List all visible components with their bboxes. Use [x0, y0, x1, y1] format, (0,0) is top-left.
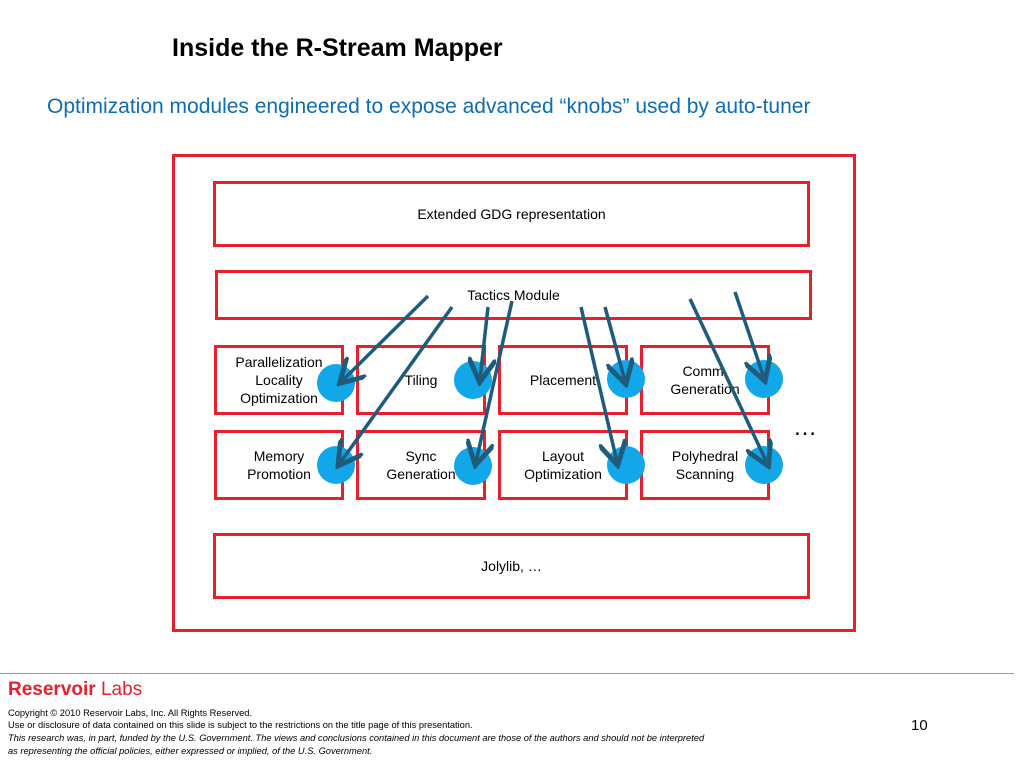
jolylib-layer-label: Jolylib, … [481, 557, 542, 574]
gdg-layer-label: Extended GDG representation [417, 205, 606, 222]
knob-arrow [579, 306, 617, 462]
module-comm-generation: Comm. Generation [640, 345, 770, 415]
tactics-module: Tactics Module [215, 270, 812, 320]
module-label: Tiling [404, 371, 438, 388]
restriction-text: Use or disclosure of data contained on t… [8, 720, 473, 730]
module-label: Parallelization Locality Optimization [235, 353, 323, 407]
knob-arrow [342, 294, 430, 381]
tactics-module-label: Tactics Module [467, 286, 560, 303]
knob-circle [454, 361, 492, 399]
reservoir-labs-logo: Reservoir Labs [8, 679, 142, 701]
logo-bold: Reservoir [8, 679, 96, 700]
more-modules-ellipsis: … [793, 414, 817, 441]
knob-arrow [603, 306, 625, 381]
gdg-layer: Extended GDG representation [213, 181, 810, 247]
knob-arrow [340, 305, 454, 463]
knob-circle [317, 364, 355, 402]
logo-rest: Labs [95, 679, 143, 700]
knob-circle [745, 360, 783, 398]
page-number: 10 [911, 717, 928, 734]
module-label: Sync Generation [386, 447, 456, 482]
slide-title: Inside the R-Stream Mapper [172, 34, 503, 62]
knob-arrow [480, 306, 488, 379]
module-label: Comm. Generation [670, 362, 740, 397]
mapper-frame [172, 154, 856, 632]
jolylib-layer: Jolylib, … [213, 533, 810, 599]
knob-arrow [688, 298, 767, 463]
funding-text-2: as representing the official policies, e… [8, 746, 373, 756]
knob-arrow [733, 291, 764, 378]
module-placement: Placement [498, 345, 628, 415]
footer-divider [0, 673, 1014, 674]
module-label: Placement [529, 371, 597, 388]
funding-text-1: This research was, in part, funded by th… [8, 733, 705, 743]
module-label: Memory Promotion [247, 447, 311, 482]
module-label: Layout Optimization [524, 447, 602, 482]
knob-circle [454, 447, 492, 485]
knob-arrow [476, 300, 514, 462]
module-label: Polyhedral Scanning [671, 447, 739, 482]
knob-circle [607, 446, 645, 484]
copyright-text: Copyright © 2010 Reservoir Labs, Inc. Al… [8, 708, 253, 718]
slide-subtitle: Optimization modules engineered to expos… [47, 95, 811, 118]
knob-circle [745, 446, 783, 484]
